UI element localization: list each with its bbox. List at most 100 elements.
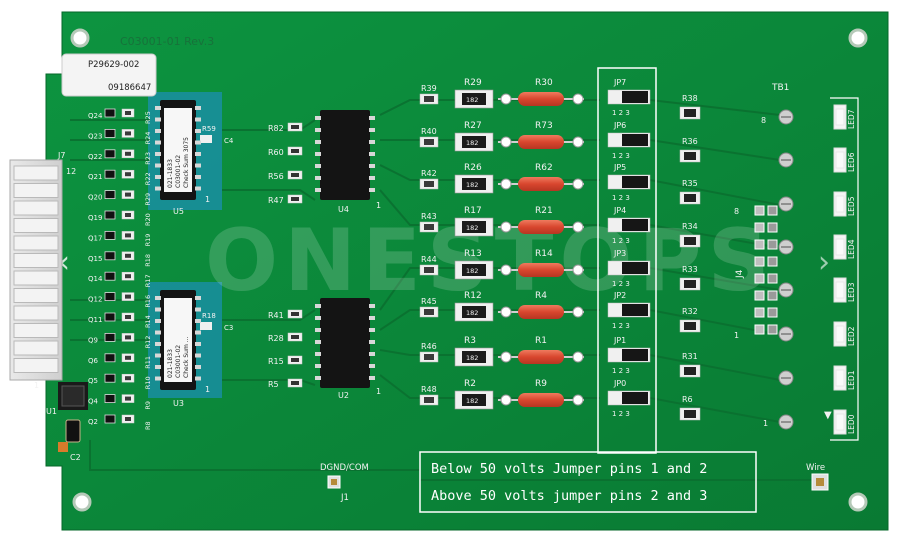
row-axial-pad [500, 221, 512, 233]
row-axial-pad [500, 306, 512, 318]
j4-pin [767, 239, 778, 250]
chip-body [320, 110, 370, 200]
row-small-resistor-label: R42 [421, 169, 437, 178]
j4-pin [767, 273, 778, 284]
row-axial-pad [572, 351, 584, 363]
chip-pin [315, 116, 321, 120]
chip-pin [369, 152, 375, 156]
row-smd-resistor [462, 394, 486, 406]
row-jumper-shunt [622, 349, 648, 361]
input-resistor-body [291, 173, 299, 177]
j4-pin [767, 290, 778, 301]
row-smd-resistor [462, 178, 486, 190]
chip-pin [155, 319, 161, 323]
chip-pin [315, 304, 321, 308]
chip-pin [315, 164, 321, 168]
transistor-label: Q12 [88, 296, 102, 304]
row-axial-resistor [518, 220, 564, 234]
row-axial-label: R21 [535, 206, 553, 216]
row-jumper-label: JP0 [613, 379, 626, 388]
transistor [104, 394, 116, 404]
chip-pin [155, 152, 161, 156]
row-smd-label: R3 [464, 336, 476, 346]
wire-label: Wire [806, 463, 825, 473]
row-smd-label: R26 [464, 163, 482, 173]
chip-pin [195, 376, 201, 381]
transistor [104, 271, 116, 281]
row-axial-pad [572, 306, 584, 318]
note-line-2: Above 50 volts jumper pins 2 and 3 [431, 488, 707, 504]
transistor [104, 230, 116, 240]
row-axial-label: R30 [535, 78, 553, 88]
row-jumper-pins: 1 2 3 [612, 237, 630, 245]
chip-ref: U5 [173, 207, 184, 216]
chip-pin [369, 140, 375, 144]
chip-label-text: Check Sum 3075 [183, 137, 190, 188]
row-small-resistor-label: R40 [421, 127, 437, 136]
row-jumper-pins: 1 2 3 [612, 322, 630, 330]
row-small-resistor-label: R44 [421, 255, 437, 264]
u4-pin1-label: 1 [376, 201, 381, 210]
chip-pin [315, 328, 321, 332]
row-smd-label: R17 [464, 206, 482, 216]
row-axial-label: R73 [535, 121, 553, 131]
row-smd-resistor [462, 306, 486, 318]
transistor [104, 332, 116, 342]
row-jumper-shunt [622, 176, 648, 188]
led-lens [835, 369, 845, 387]
chip-pin [195, 319, 201, 323]
row-jumper-label: JP5 [613, 163, 626, 172]
chip-label-text: C03001-02 [175, 345, 182, 378]
chip-pin [369, 352, 375, 356]
transistor-label: Q17 [88, 234, 102, 242]
chip-pin [195, 342, 201, 346]
smd-resistor [125, 355, 131, 360]
row-small-resistor-body [424, 309, 434, 315]
u2-pin1-label: 1 [376, 387, 381, 396]
chip-pin [195, 117, 201, 122]
smd-resistor [125, 417, 131, 421]
row-smd-value: 182 [466, 267, 478, 275]
row-axial-resistor [518, 135, 564, 149]
input-resistor-body [291, 149, 299, 153]
row-right-resistor-body [684, 237, 696, 245]
row-axial-resistor [518, 305, 564, 319]
led-lens [835, 281, 845, 299]
chip-pin [195, 129, 201, 133]
row-small-resistor-body [424, 354, 434, 360]
row-right-resistor-body [684, 194, 696, 202]
j4-pin [754, 273, 765, 284]
input-resistor-body [291, 125, 299, 129]
j4-pin [767, 205, 778, 216]
transistor [104, 353, 116, 363]
input-resistor-body [291, 312, 299, 316]
chip-pin [155, 106, 161, 110]
row-smd-label: R27 [464, 121, 482, 131]
j4-pin [767, 256, 778, 267]
chip-pin [155, 117, 161, 122]
smd-resistor [125, 253, 131, 258]
r18-resistor [200, 322, 212, 330]
chip-pin [195, 353, 201, 358]
row-small-resistor-body [424, 267, 434, 273]
row-smd-value: 182 [466, 354, 478, 362]
row-small-resistor-body [424, 397, 434, 403]
chip-body [320, 298, 370, 388]
row-jumper-label: JP1 [613, 336, 626, 345]
transistor [104, 128, 116, 138]
r59-resistor [200, 135, 212, 143]
chip-label-text: Check Sum ... [183, 336, 190, 378]
row-right-resistor-label: R32 [682, 307, 698, 316]
row-axial-pad [500, 351, 512, 363]
transistor-label: Q4 [88, 398, 99, 406]
row-smd-label: R2 [464, 379, 476, 389]
chip-pin [369, 376, 375, 380]
input-resistor-label: R82 [268, 124, 284, 133]
chip-pin [315, 316, 321, 320]
jumper-note: Below 50 volts Jumper pins 1 and 2 Above… [419, 451, 757, 513]
j4-pin [767, 324, 778, 335]
row-smd-value: 182 [466, 139, 478, 147]
led-lens [835, 151, 845, 169]
resistor-label: R29 [144, 193, 152, 206]
